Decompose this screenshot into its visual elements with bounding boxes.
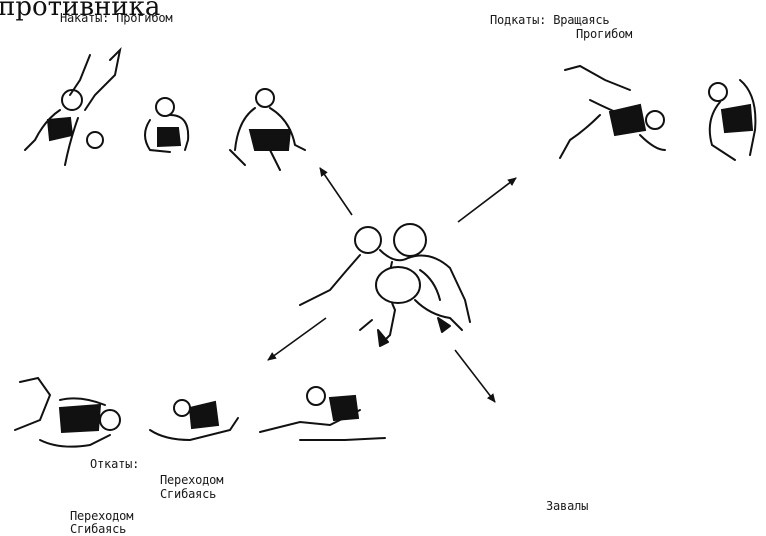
nakaty-figure-2	[145, 98, 188, 152]
nakaty-figure-1	[25, 50, 120, 165]
arrow-to-zavaly	[455, 350, 495, 402]
otkaty-figure-3	[260, 387, 385, 440]
podkaty-figure-1	[560, 66, 665, 158]
central-wrestlers-figure	[300, 224, 470, 346]
arrow-to-otkaty	[268, 318, 326, 360]
otkaty-figure-1	[15, 378, 120, 447]
nakaty-figure-3	[230, 89, 305, 170]
otkaty-figure-2	[150, 400, 238, 440]
arrow-to-nakaty	[320, 168, 352, 215]
podkaty-figure-2	[709, 80, 755, 160]
arrow-to-podkaty	[458, 178, 516, 222]
